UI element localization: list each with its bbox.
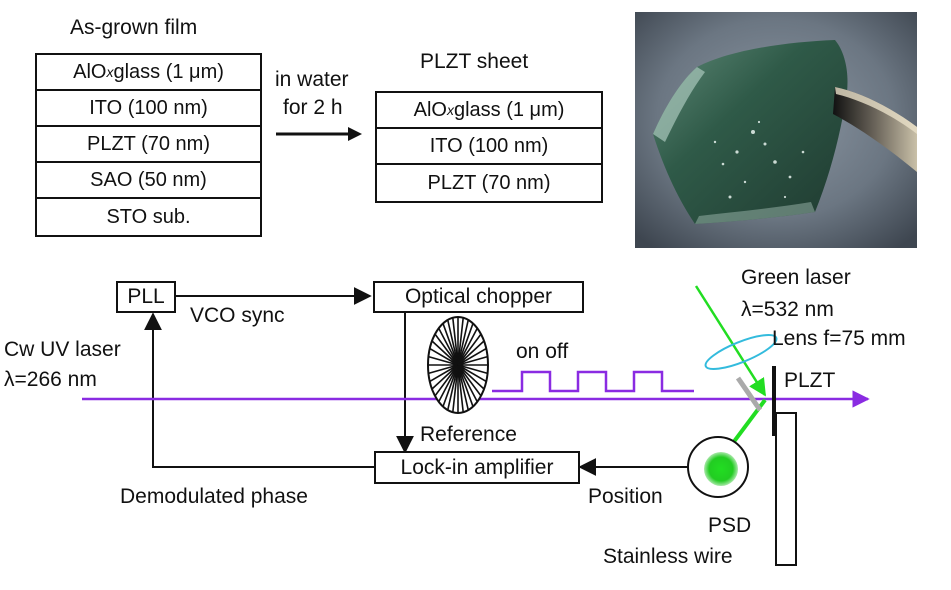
chopper-spoke xyxy=(457,364,488,375)
lock-in-amplifier-box: Lock-in amplifier xyxy=(374,451,580,484)
chopper-spoke xyxy=(457,364,485,390)
chopper-spoke xyxy=(438,327,459,366)
chopper-spoke xyxy=(434,364,459,397)
process-label-line1: in water xyxy=(275,68,349,91)
vco-sync-label: VCO sync xyxy=(190,304,285,327)
chopper-spoke xyxy=(431,340,459,366)
as-grown-film-title: As-grown film xyxy=(70,16,198,39)
chopper-spoke xyxy=(442,323,459,366)
chopper-spoke xyxy=(457,340,485,366)
chopper-spoke xyxy=(457,323,474,366)
film-layer-4: SAO (50 nm) xyxy=(37,163,260,199)
lens-label: Lens f=75 mm xyxy=(772,327,906,350)
chopper-spoke xyxy=(457,364,487,383)
chopper-spoke xyxy=(451,317,459,366)
chopper-spoke xyxy=(457,319,470,366)
chopper-spoke xyxy=(446,364,459,411)
green-laser-label: Green laser xyxy=(741,266,851,289)
psd-spot xyxy=(704,452,738,486)
chopper-spoke xyxy=(457,327,478,366)
demodulated-phase-label: Demodulated phase xyxy=(120,485,308,508)
chopper-wheel xyxy=(427,316,489,414)
sheet-layer-3: PLZT (70 nm) xyxy=(427,171,551,194)
uv-laser-label: Cw UV laser xyxy=(4,338,121,361)
chopper-spoke xyxy=(457,364,465,413)
plzt-sample-edge xyxy=(735,376,763,412)
sheet-layer-2: ITO (100 nm) xyxy=(377,129,601,165)
chopper-spoke xyxy=(457,355,488,366)
chopper-spoke xyxy=(428,364,459,375)
chopper-spoke xyxy=(428,355,459,366)
demodulated-phase-line xyxy=(144,312,374,468)
optical-chopper-box: Optical chopper xyxy=(373,281,584,313)
chopper-spoke xyxy=(457,364,474,407)
chopper-spoke xyxy=(438,364,459,403)
green-wavelength-label: λ=532 nm xyxy=(741,298,834,321)
process-label-line2: for 2 h xyxy=(283,96,343,119)
film-layer-3: PLZT (70 nm) xyxy=(37,127,260,163)
green-laser-beam-in xyxy=(694,285,767,397)
chopper-spoke xyxy=(431,364,459,390)
stainless-wire-label: Stainless wire xyxy=(603,545,733,568)
psd-label: PSD xyxy=(708,514,752,537)
position-label: Position xyxy=(588,485,663,508)
uv-wavelength-label: λ=266 nm xyxy=(4,368,97,391)
chopper-spoke xyxy=(457,317,465,366)
plzt-sheet-title: PLZT sheet xyxy=(420,50,529,73)
plzt-label: PLZT xyxy=(784,369,836,392)
chopper-spoke xyxy=(457,333,482,366)
chopper-spoke xyxy=(446,319,459,366)
chopper-spoke xyxy=(457,364,470,411)
chopper-spoke xyxy=(442,364,459,407)
chopper-spoke xyxy=(457,364,482,397)
chopper-spoke xyxy=(451,364,459,413)
chopper-spoke xyxy=(429,364,459,383)
reference-label: Reference xyxy=(420,423,517,446)
chopper-spoke xyxy=(429,347,459,366)
stainless-wire xyxy=(775,412,797,566)
plzt-sheet-photo xyxy=(635,12,917,248)
process-arrow xyxy=(276,127,362,141)
on-off-label: on off xyxy=(516,340,569,363)
film-layer-5: STO sub. xyxy=(106,205,191,228)
lens xyxy=(704,334,778,370)
pll-box: PLL xyxy=(116,281,176,313)
on-off-square-wave xyxy=(492,370,694,393)
chopper-spoke xyxy=(434,333,459,366)
film-layer-2: ITO (100 nm) xyxy=(37,91,260,127)
chopper-spoke xyxy=(457,364,478,403)
chopper-spoke xyxy=(457,347,487,366)
